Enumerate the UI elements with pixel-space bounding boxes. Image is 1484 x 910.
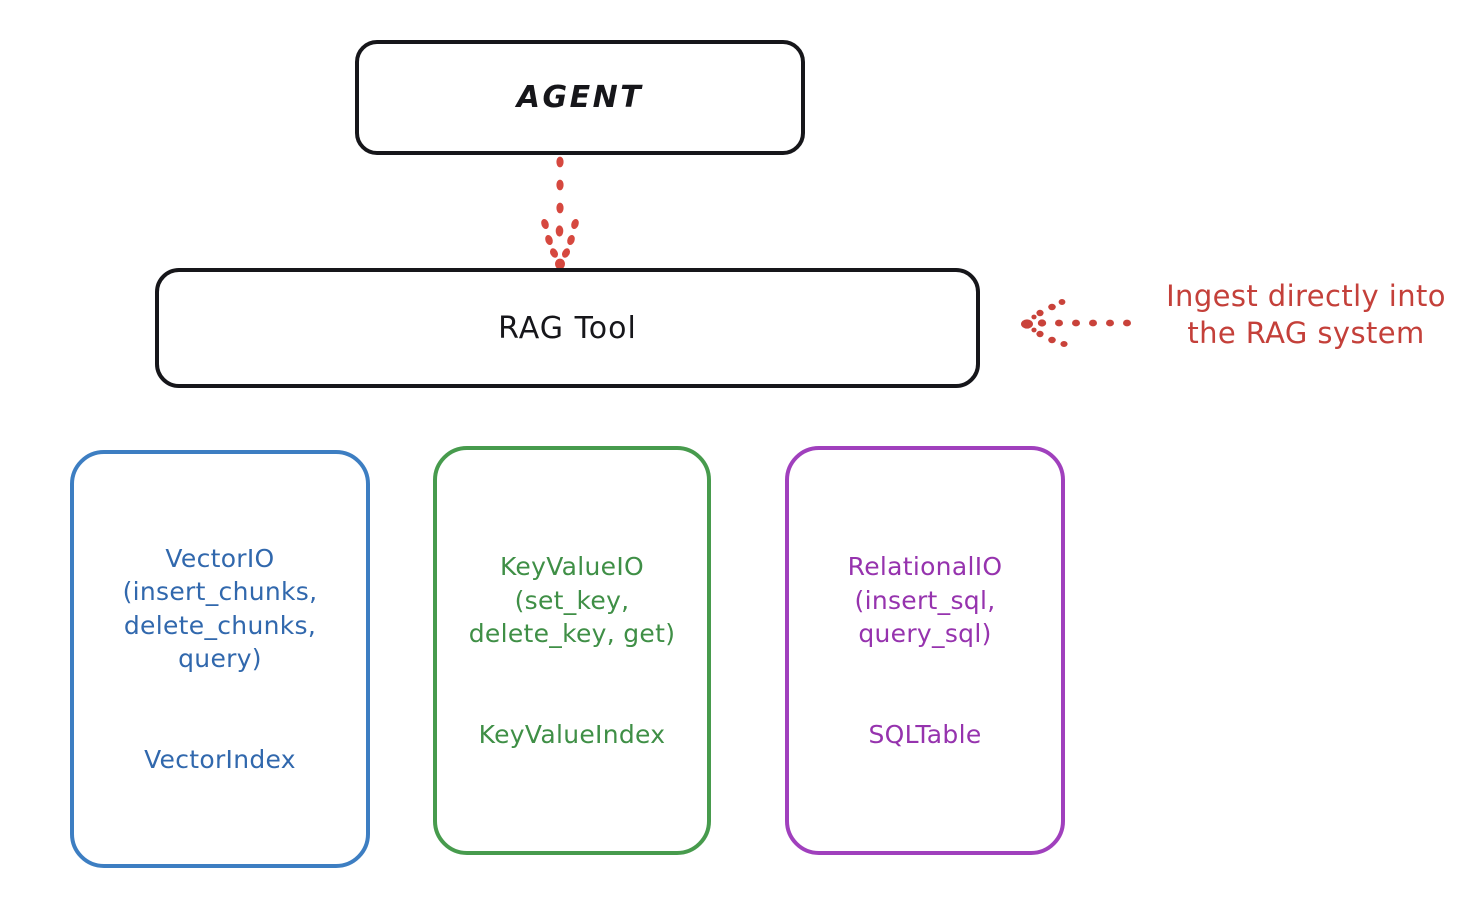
node-rag-tool-label: RAG Tool (498, 310, 637, 346)
ingest-annotation-text: Ingest directly into the RAG system (1166, 279, 1446, 351)
node-vector-io[interactable]: VectorIO (insert_chunks, delete_chunks, … (70, 450, 370, 868)
node-vector-io-label: VectorIO (insert_chunks, delete_chunks, … (122, 543, 318, 774)
connector-agent-to-rag-tool-icon (541, 156, 579, 270)
node-key-value-io-label: KeyValueIO (set_key, delete_key, get) Ke… (468, 552, 676, 749)
node-agent[interactable]: AGENT (355, 40, 805, 155)
node-rag-tool[interactable]: RAG Tool (155, 268, 980, 388)
node-key-value-io[interactable]: KeyValueIO (set_key, delete_key, get) Ke… (433, 446, 711, 855)
node-relational-io[interactable]: RelationalIO (insert_sql, query_sql) SQL… (785, 446, 1065, 855)
node-relational-io-label: RelationalIO (insert_sql, query_sql) SQL… (847, 552, 1003, 749)
node-agent-label: AGENT (516, 80, 644, 115)
ingest-arrow-icon (1021, 299, 1131, 347)
